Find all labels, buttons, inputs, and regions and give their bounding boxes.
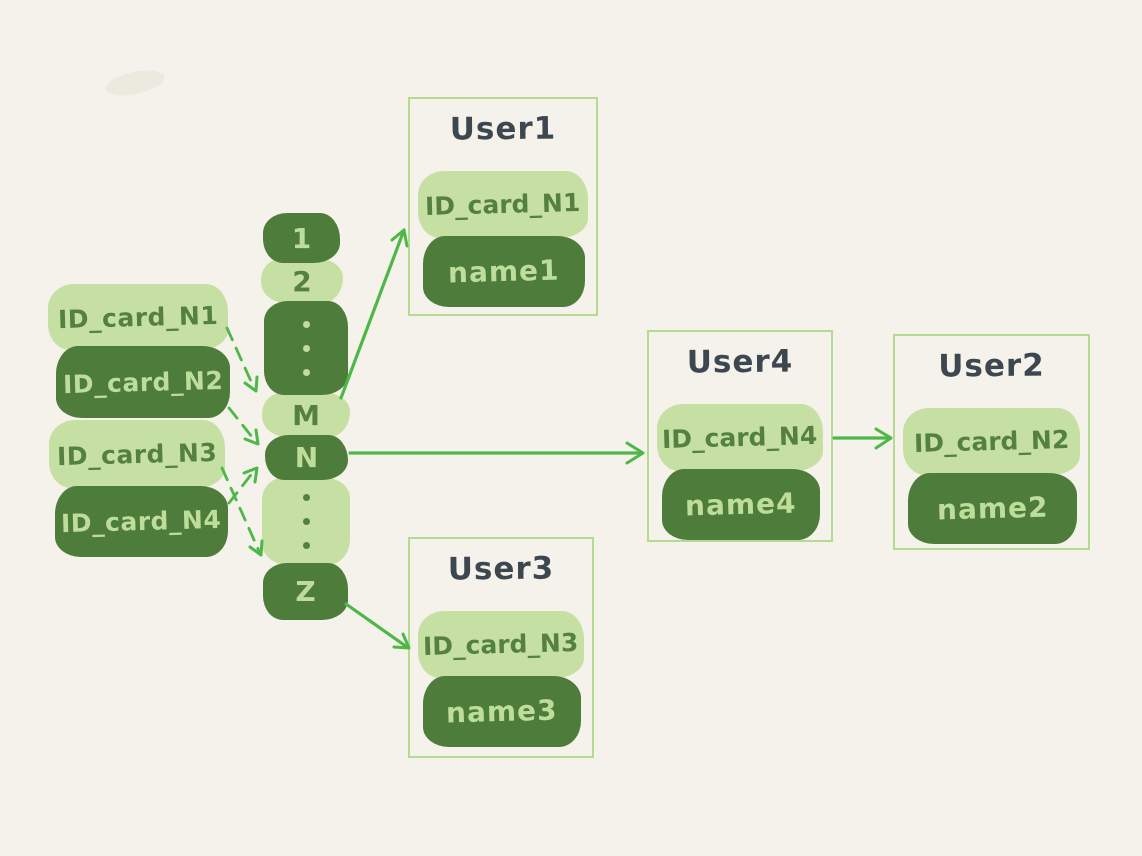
id-card-n1-chip: ID_card_N1 <box>48 284 228 350</box>
edge-idcard2-to-bucket-n <box>227 406 260 446</box>
user4-id-card-label: ID_card_N4 <box>661 420 818 455</box>
id-card-n1-label: ID_card_N1 <box>57 300 219 334</box>
user4-name-chip: name4 <box>662 469 820 540</box>
edge-idcard3-to-bucket-z <box>220 466 264 557</box>
user3-id-card-label: ID_card_N3 <box>422 627 579 662</box>
id-card-n4-chip: ID_card_N4 <box>55 486 228 557</box>
user2-id-card-chip: ID_card_N2 <box>903 408 1080 475</box>
user2-name-label: name2 <box>936 490 1049 527</box>
user4-id-card-chip: ID_card_N4 <box>657 404 823 471</box>
edge-bucket-z-to-user3 <box>344 602 411 650</box>
bucket-ellipsis-lower <box>262 478 350 565</box>
paper-smudge <box>103 66 167 100</box>
user1-id-card-chip: ID_card_N1 <box>418 171 588 238</box>
id-card-n4-label: ID_card_N4 <box>60 504 222 539</box>
id-card-n2-label: ID_card_N2 <box>62 365 224 399</box>
user2-title: User2 <box>938 347 1045 385</box>
user1-name-label: name1 <box>447 253 561 290</box>
user3-name-label: name3 <box>445 693 559 730</box>
user3-title: User3 <box>447 550 555 588</box>
id-card-n3-chip: ID_card_N3 <box>49 420 225 488</box>
user4-name-label: name4 <box>684 486 798 523</box>
user2-box: User2 ID_card_N2 name2 <box>893 334 1090 550</box>
user3-id-card-chip: ID_card_N3 <box>418 611 584 678</box>
bucket-z: Z <box>263 563 348 620</box>
bucket-n-label: N <box>294 441 319 474</box>
user2-name-chip: name2 <box>908 473 1077 544</box>
edge-bucket-n-to-user4 <box>348 441 645 465</box>
edge-idcard4-to-bucket-n <box>227 466 259 505</box>
bucket-1: 1 <box>263 213 340 263</box>
id-card-n3-label: ID_card_N3 <box>56 437 218 471</box>
user2-id-card-label: ID_card_N2 <box>913 424 1070 459</box>
bucket-n: N <box>265 435 348 480</box>
bucket-ellipsis-upper <box>264 301 348 395</box>
id-card-n2-chip: ID_card_N2 <box>56 346 230 418</box>
bucket-z-label: Z <box>295 575 316 608</box>
user1-box: User1 ID_card_N1 name1 <box>408 97 598 316</box>
bucket-m-label: M <box>292 398 320 432</box>
user4-box: User4 ID_card_N4 name4 <box>647 330 833 542</box>
edge-user4-to-user2 <box>832 427 893 450</box>
bucket-2: 2 <box>261 259 343 303</box>
user4-title: User4 <box>686 343 794 381</box>
ellipsis-dots <box>302 320 310 376</box>
bucket-m: M <box>262 393 350 437</box>
bucket-2-label: 2 <box>292 264 312 298</box>
user3-box: User3 ID_card_N3 name3 <box>408 537 594 758</box>
user3-name-chip: name3 <box>423 676 581 747</box>
user1-title: User1 <box>449 110 557 148</box>
ellipsis-dots <box>302 494 310 549</box>
edge-idcard1-to-bucket-m <box>225 326 259 393</box>
user1-id-card-label: ID_card_N1 <box>424 187 581 222</box>
user1-name-chip: name1 <box>423 236 585 307</box>
bucket-1-label: 1 <box>291 221 312 255</box>
edge-bucket-m-to-user1 <box>339 228 409 400</box>
